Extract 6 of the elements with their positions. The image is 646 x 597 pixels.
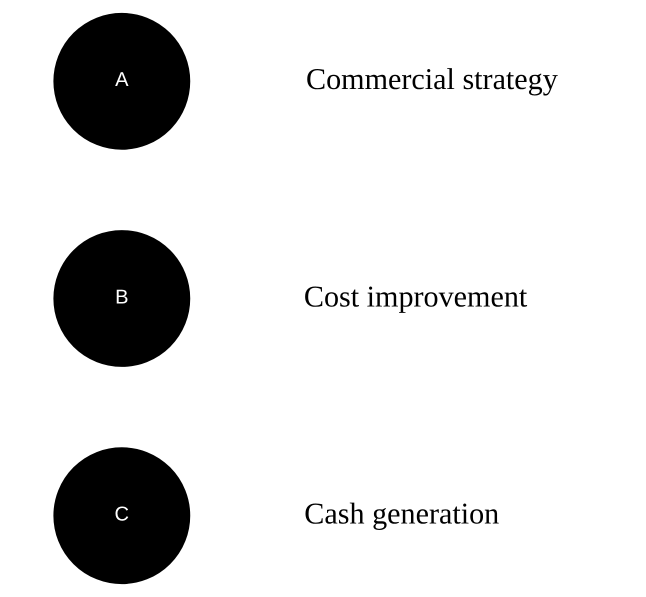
node-circle: C (53, 447, 190, 584)
node-circle: B (53, 230, 190, 367)
node-label: Cash generation (304, 496, 500, 530)
node-label: Commercial strategy (306, 62, 558, 96)
node-circle: A (53, 12, 190, 150)
node-label: Cost improvement (304, 279, 528, 314)
